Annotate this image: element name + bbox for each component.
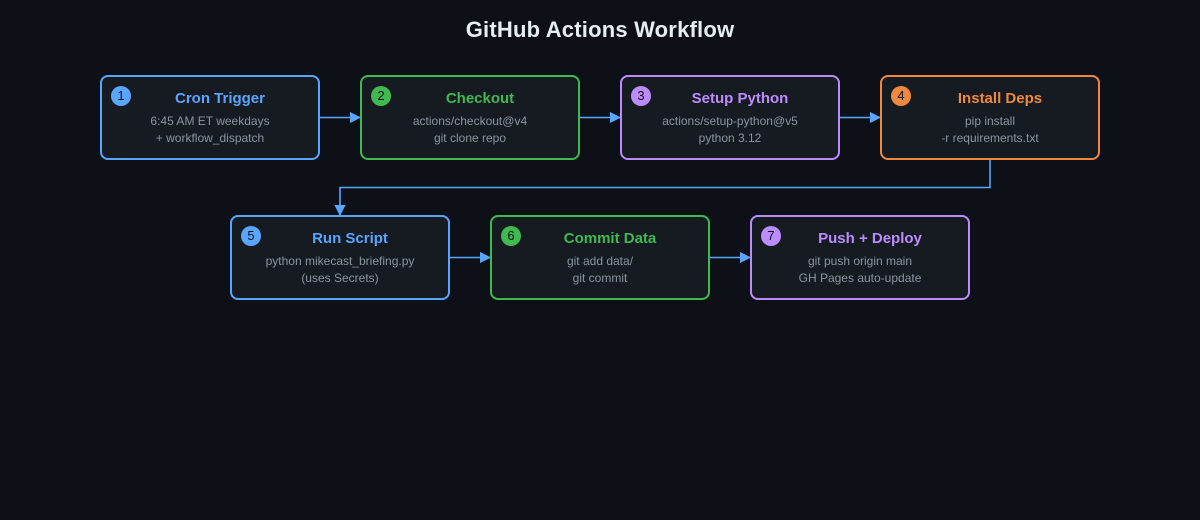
step-node-checkout: 2 Checkout actions/checkout@v4 git clone… [360,75,580,160]
step-detail: git clone repo [433,131,507,145]
step-title: Push + Deploy [818,230,922,247]
page-title: GitHub Actions Workflow [465,17,735,42]
step-node-cron-trigger: 1 Cron Trigger 6:45 AM ET weekdays + wor… [100,75,320,160]
step-detail: (uses Secrets) [301,271,379,285]
step-detail: -r requirements.txt [941,131,1039,145]
step-title: Setup Python [691,90,789,107]
step-title: Cron Trigger [174,90,265,107]
step-title: Install Deps [957,90,1043,107]
step-detail: 6:45 AM ET weekdays [150,114,270,128]
step-node-run-script: 5 Run Script python mikecast_briefing.py… [230,215,450,300]
step-node-push-deploy: 7 Push + Deploy git push origin main GH … [750,215,970,300]
connector-arrow-4-to-5 [334,160,991,217]
step-detail: pip install [964,114,1016,128]
step-title: Checkout [445,90,515,107]
step-number-badge: 1 [111,86,131,106]
step-title: Run Script [312,230,388,247]
step-detail: python 3.12 [698,131,762,145]
step-number-badge: 5 [241,226,261,246]
step-node-setup-python: 3 Setup Python actions/setup-python@v5 p… [620,75,840,160]
step-detail: GH Pages auto-update [798,271,922,285]
step-node-commit-data: 6 Commit Data git add data/ git commit [490,215,710,300]
step-title: Commit Data [563,230,657,247]
step-number-badge: 2 [371,86,391,106]
step-number-badge: 7 [761,226,781,246]
step-detail: python mikecast_briefing.py [265,254,415,268]
step-number-badge: 3 [631,86,651,106]
step-detail: git add data/ [566,254,634,268]
step-node-install-deps: 4 Install Deps pip install -r requiremen… [880,75,1100,160]
step-detail: git commit [572,271,628,285]
step-number-badge: 6 [501,226,521,246]
step-detail: git push origin main [807,254,913,268]
step-detail: + workflow_dispatch [155,131,265,145]
step-number-badge: 4 [891,86,911,106]
step-detail: actions/setup-python@v5 [662,114,798,128]
step-detail: actions/checkout@v4 [412,114,528,128]
